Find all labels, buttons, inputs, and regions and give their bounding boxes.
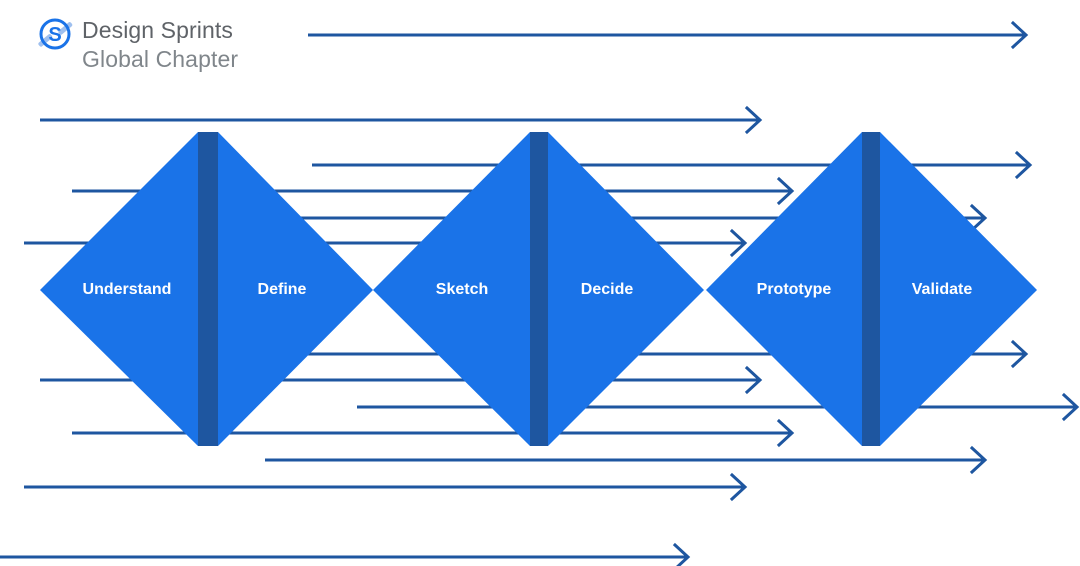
logo-letter: S: [48, 24, 61, 46]
phase-divider: [530, 132, 548, 446]
arrow-line: [357, 392, 1080, 422]
phase-label-understand: Understand: [83, 281, 172, 298]
phase-label-validate: Validate: [912, 281, 973, 298]
arrow-line: [265, 445, 988, 475]
phase-shape-decide: [548, 132, 704, 446]
phase-divider: [198, 132, 218, 446]
design-sprints-s-logo-icon: S: [38, 18, 73, 50]
phase-labels: Understand Define Sketch Decide Prototyp…: [83, 281, 973, 298]
phase-shape-prototype: [706, 132, 862, 446]
arrow-line: [40, 105, 763, 135]
phase-label-decide: Decide: [581, 281, 634, 298]
phase-shape-understand: [40, 132, 198, 446]
phase-diamonds: [40, 132, 1037, 446]
phase-label-prototype: Prototype: [757, 281, 832, 298]
phase-shape-validate: [880, 132, 1037, 446]
brand-name-line1: Design Sprints: [82, 17, 233, 43]
phase-shape-sketch: [373, 132, 530, 446]
brand-logo: S Design Sprints Global Chapter: [36, 16, 238, 74]
arrow-line: [312, 150, 1033, 180]
phase-label-sketch: Sketch: [436, 281, 488, 298]
brand-name: Design Sprints Global Chapter: [82, 16, 238, 74]
phase-divider: [862, 132, 880, 446]
arrow-line: [24, 472, 748, 502]
phase-shape-define: [218, 132, 373, 446]
phase-label-define: Define: [258, 281, 307, 298]
arrow-line: [0, 542, 691, 566]
arrow-line: [308, 20, 1029, 50]
brand-name-line2: Global Chapter: [82, 46, 239, 72]
